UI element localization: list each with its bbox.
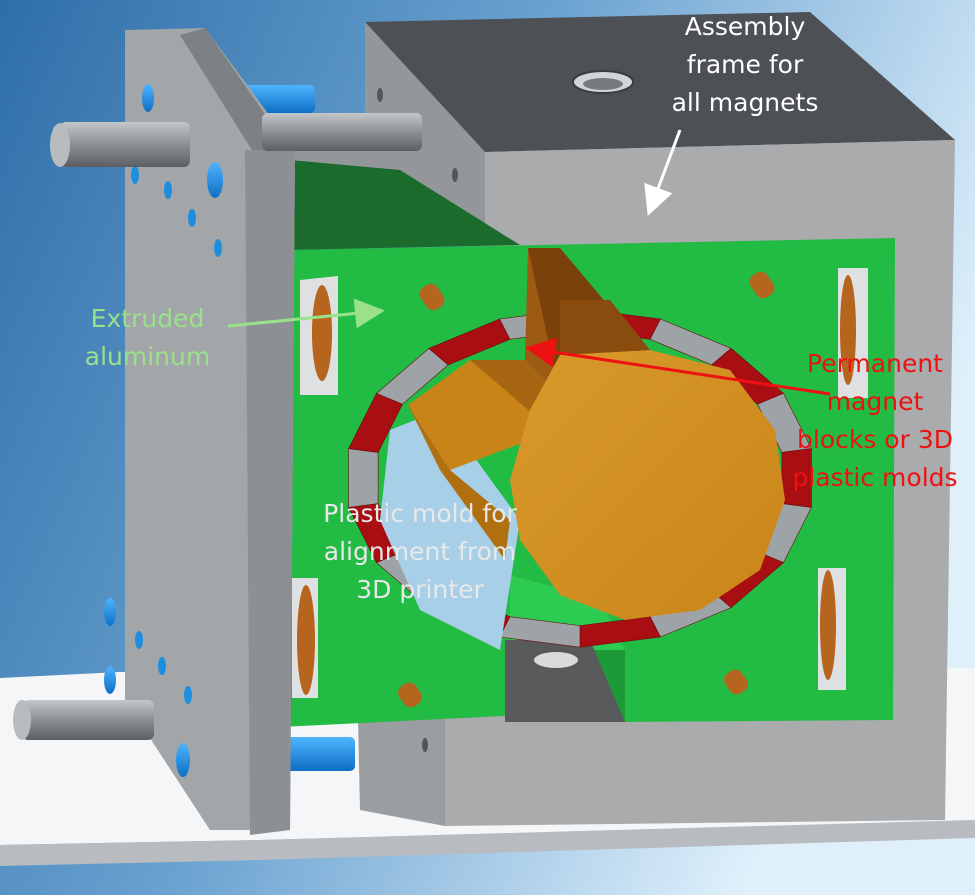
main-pole-face	[510, 350, 785, 620]
permanent-magnet-label-line: magnet	[826, 387, 924, 416]
annotation-arrows	[227, 129, 831, 396]
copper-pins	[398, 271, 775, 708]
permanent-magnet-label: Permanent magnet blocks or 3D plastic mo…	[775, 345, 975, 497]
assembly-frame-label: Assembly frame for all magnets	[640, 8, 850, 122]
plastic-mold-label-line: Plastic mold for	[323, 499, 517, 528]
extruded-aluminum-label: Extruded aluminum	[60, 300, 235, 376]
extruded-aluminum-label-line: aluminum	[84, 342, 211, 371]
plastic-mold-label: Plastic mold for alignment from 3D print…	[300, 495, 540, 609]
guide-rods	[13, 113, 422, 740]
frame-arrow	[644, 129, 682, 217]
top-hole-inner	[583, 78, 623, 90]
side-slots	[292, 268, 868, 698]
permanent-magnet-label-line: Permanent	[807, 349, 943, 378]
aluminum-arrow	[227, 298, 385, 329]
plastic-mold-label-line: alignment from	[323, 537, 517, 566]
frame-top-face	[365, 12, 955, 152]
plastic-mold-window	[380, 410, 520, 650]
assembly-frame-label-line: all magnets	[671, 88, 819, 117]
bolt-holes	[104, 84, 458, 777]
assembly-frame-label-line: Assembly	[684, 12, 806, 41]
permanent-magnet-label-line: blocks or 3D	[797, 425, 953, 454]
permanent-magnet-label-line: plastic molds	[792, 463, 958, 492]
orange-pole-pieces	[408, 248, 785, 620]
plastic-mold-label-line: 3D printer	[356, 575, 484, 604]
extruded-aluminum-label-line: Extruded	[90, 304, 205, 333]
front-plate	[125, 28, 295, 835]
inner-shadow	[290, 160, 520, 250]
magnet-arrow	[525, 337, 831, 396]
assembly-frame-label-line: frame for	[686, 50, 804, 79]
